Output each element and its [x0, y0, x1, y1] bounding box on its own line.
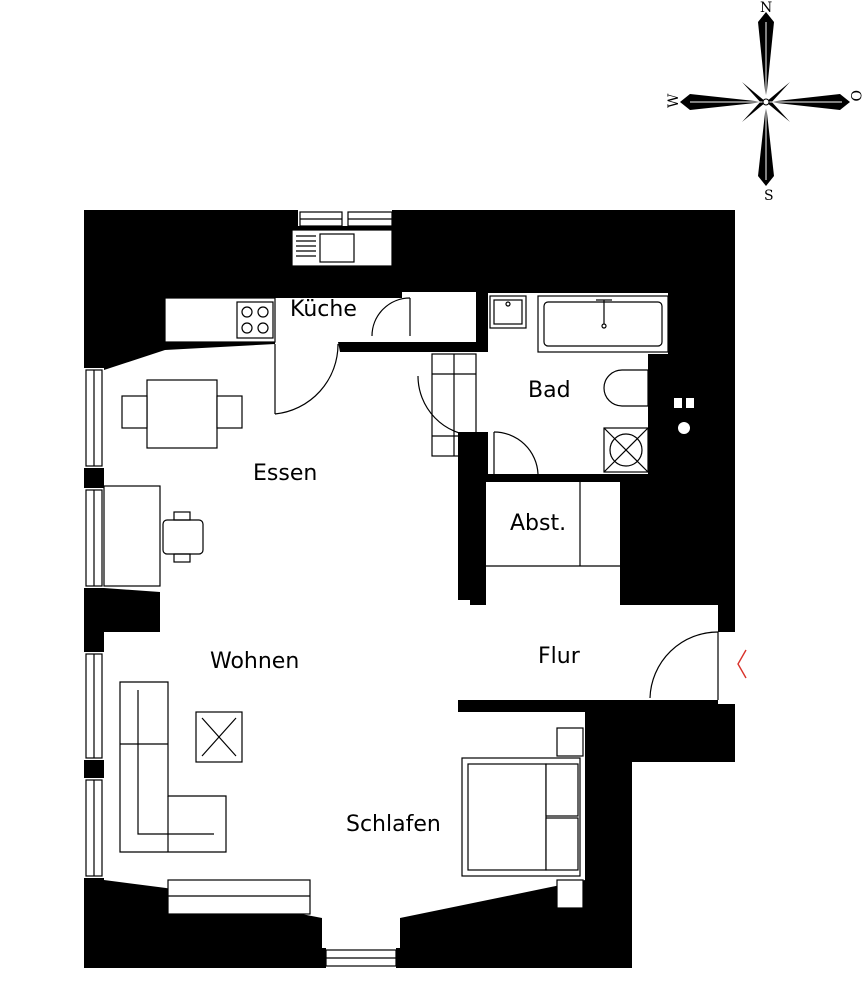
label-bad: Bad: [528, 378, 571, 403]
compass-north-label: N: [760, 0, 772, 16]
chair-right: [216, 395, 243, 429]
office-chair: [162, 519, 204, 555]
compass-diagonal-se: [766, 100, 790, 122]
storage-fixtures: [486, 482, 620, 567]
toilet: [603, 369, 649, 407]
hall-door-swing: [371, 297, 411, 337]
staircase: [417, 353, 477, 457]
compass-diagonal-ne: [766, 82, 790, 104]
wall-fixture: [678, 422, 690, 434]
compass-diagonal-sw: [742, 100, 766, 122]
label-schlafen: Schlafen: [346, 812, 441, 837]
bedroom-furniture: [461, 727, 584, 909]
dining-furniture: [103, 379, 243, 587]
label-abst: Abst.: [510, 511, 566, 536]
stove: [236, 301, 274, 339]
doors: [274, 297, 747, 700]
label-kueche: Küche: [290, 297, 357, 322]
nightstand-bottom: [556, 879, 584, 909]
sofa: [119, 681, 227, 853]
pillow-top: [545, 763, 579, 817]
label-flur: Flur: [538, 644, 581, 669]
compass-east-label: O: [847, 90, 863, 101]
entrance-marker: [737, 649, 747, 679]
bathroom-door-swing: [493, 431, 539, 475]
windows: [85, 211, 397, 967]
washbasin: [489, 295, 527, 329]
nightstand-top: [556, 727, 584, 757]
room-labels: Küche Bad Essen Abst. Wohnen Flur Schlaf…: [210, 297, 581, 837]
pillow-bottom: [545, 817, 579, 871]
compass-rose: N O S W: [666, 0, 863, 204]
desk: [103, 485, 161, 587]
bathroom-fixtures: [489, 295, 694, 473]
entrance-door-swing: [649, 631, 719, 699]
outlet-right: [686, 398, 694, 408]
compass-west-label: W: [666, 93, 682, 108]
compass-south-label: S: [764, 188, 774, 204]
kitchen-fixtures: [164, 229, 393, 343]
living-furniture: [119, 681, 311, 915]
kitchen-door-swing: [274, 343, 339, 415]
floor-storage: [486, 482, 620, 605]
sideboard: [167, 879, 311, 915]
label-essen: Essen: [253, 461, 317, 486]
dining-table: [146, 379, 218, 449]
compass-diagonal-nw: [742, 82, 766, 104]
kitchen-sink: [291, 229, 393, 267]
label-wohnen: Wohnen: [210, 649, 299, 674]
outlet-left: [674, 398, 682, 408]
chair-left: [121, 395, 148, 429]
